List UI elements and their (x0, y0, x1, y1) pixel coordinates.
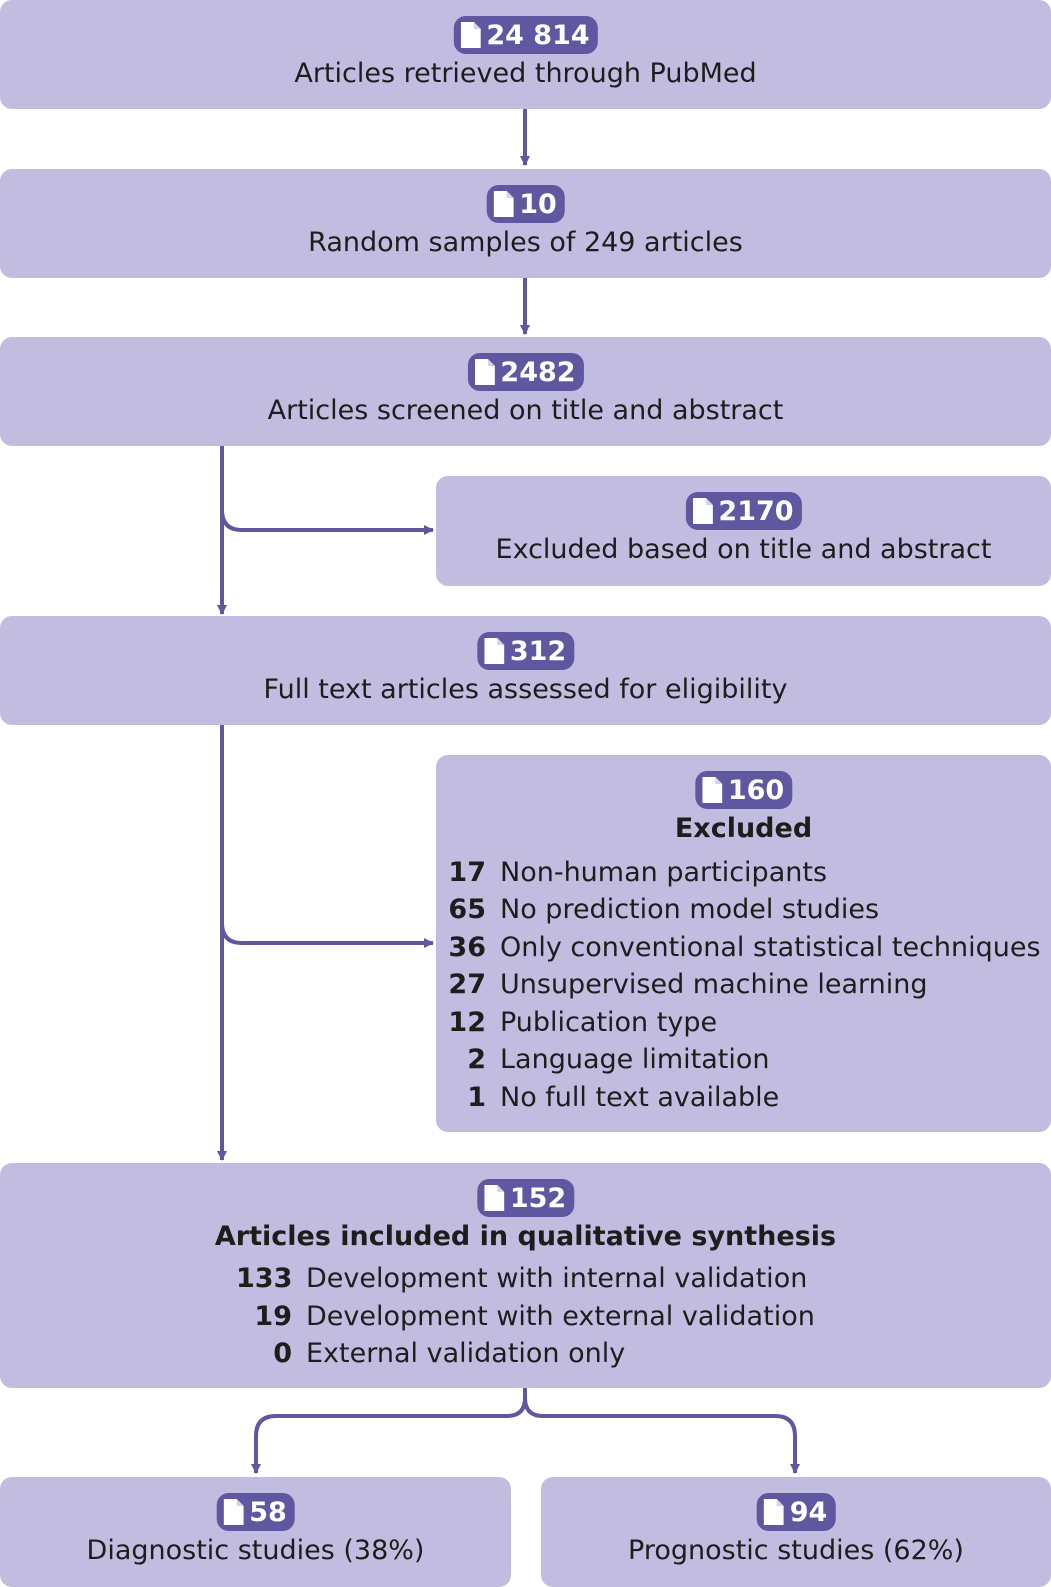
item-text: Language limitation (500, 1044, 770, 1075)
count-badge: 312 (476, 632, 575, 670)
item-count: 36 (448, 932, 486, 963)
count-value: 10 (519, 188, 557, 220)
box-title: Excluded (674, 813, 813, 844)
box-title: Articles included in qualitative synthes… (214, 1221, 837, 1252)
count-badge: 2482 (467, 353, 584, 391)
arrow-screened-to-excluded (220, 509, 434, 535)
count-value: 24 814 (486, 19, 590, 51)
document-icon (701, 777, 722, 803)
item-count: 65 (448, 894, 486, 925)
count-badge: 24 814 (453, 16, 598, 54)
item-text: External validation only (306, 1338, 626, 1369)
box-label: Articles retrieved through PubMed (294, 58, 757, 89)
count-value: 312 (509, 635, 567, 667)
item-count: 17 (448, 857, 486, 888)
included-box: 152 Articles included in qualitative syn… (0, 1163, 1051, 1388)
excluded-full-box: 160 Excluded 17 Non-human participants 65… (436, 755, 1051, 1132)
document-icon (460, 22, 481, 48)
count-value: 94 (789, 1496, 828, 1528)
fulltext-box: 312 Full text articles assessed for elig… (0, 616, 1051, 725)
item-text: Non-human participants (500, 857, 828, 888)
count-badge: 58 (216, 1493, 295, 1531)
count-value: 160 (727, 774, 785, 806)
item-count: 133 (236, 1263, 293, 1294)
item-text: Unsupervised machine learning (500, 969, 928, 1000)
box-label: Prognostic studies (62%) (628, 1535, 964, 1566)
list-item: 1 No full text available (448, 1082, 779, 1118)
item-text: Development with external validation (306, 1301, 815, 1332)
count-badge: 2170 (685, 492, 802, 530)
item-count: 12 (448, 1007, 486, 1038)
list-item: 133 Development with internal validation (236, 1263, 807, 1299)
box-label: Full text articles assessed for eligibil… (263, 674, 788, 705)
count-badge: 94 (756, 1493, 836, 1531)
document-icon (692, 498, 713, 524)
document-icon (474, 359, 495, 385)
prognostic-box: 94 Prognostic studies (62%) (541, 1477, 1051, 1587)
list-item: 27 Unsupervised machine learning (448, 969, 928, 1005)
diagnostic-box: 58 Diagnostic studies (38%) (0, 1477, 511, 1587)
document-icon (483, 638, 504, 664)
screened-box: 2482 Articles screened on title and abst… (0, 337, 1051, 446)
list-item: 65 No prediction model studies (448, 894, 879, 930)
list-item: 17 Non-human participants (448, 857, 827, 893)
item-count: 0 (273, 1338, 292, 1369)
document-icon (493, 191, 514, 217)
excluded-title-box: 2170 Excluded based on title and abstrac… (436, 476, 1051, 586)
count-value: 152 (509, 1182, 567, 1214)
count-badge: 152 (476, 1179, 575, 1217)
retrieved-box: 24 814 Articles retrieved through PubMed (0, 0, 1051, 109)
list-item: 36 Only conventional statistical techniqu… (448, 932, 1041, 968)
box-label: Diagnostic studies (38%) (86, 1535, 425, 1566)
arrow-included-to-split (251, 1388, 527, 1474)
count-value: 2170 (718, 495, 794, 527)
arrow-included-to-prognostic (523, 1397, 800, 1474)
document-icon (483, 1185, 504, 1211)
count-badge: 10 (486, 185, 565, 223)
list-item: 12 Publication type (448, 1007, 717, 1043)
box-label: Articles screened on title and abstract (267, 395, 784, 426)
item-count: 19 (254, 1301, 292, 1332)
list-item: 19 Development with external validation (236, 1301, 815, 1337)
count-value: 58 (249, 1496, 287, 1528)
box-label: Random samples of 249 articles (308, 227, 743, 258)
list-item: 2 Language limitation (448, 1044, 770, 1080)
document-icon (763, 1499, 784, 1525)
count-value: 2482 (500, 356, 576, 388)
item-text: Only conventional statistical techniques (500, 932, 1041, 963)
document-icon (223, 1499, 244, 1525)
item-count: 27 (448, 969, 486, 1000)
list-item: 0 External validation only (236, 1338, 625, 1374)
item-text: Publication type (500, 1007, 718, 1038)
count-badge: 160 (694, 771, 793, 809)
samples-box: 10 Random samples of 249 articles (0, 169, 1051, 278)
box-label: Excluded based on title and abstract (495, 534, 992, 565)
item-count: 1 (467, 1082, 486, 1113)
item-text: Development with internal validation (306, 1263, 808, 1294)
item-count: 2 (467, 1044, 486, 1075)
arrow-fulltext-to-excluded (220, 922, 434, 948)
item-text: No full text available (500, 1082, 780, 1113)
item-text: No prediction model studies (500, 894, 880, 925)
